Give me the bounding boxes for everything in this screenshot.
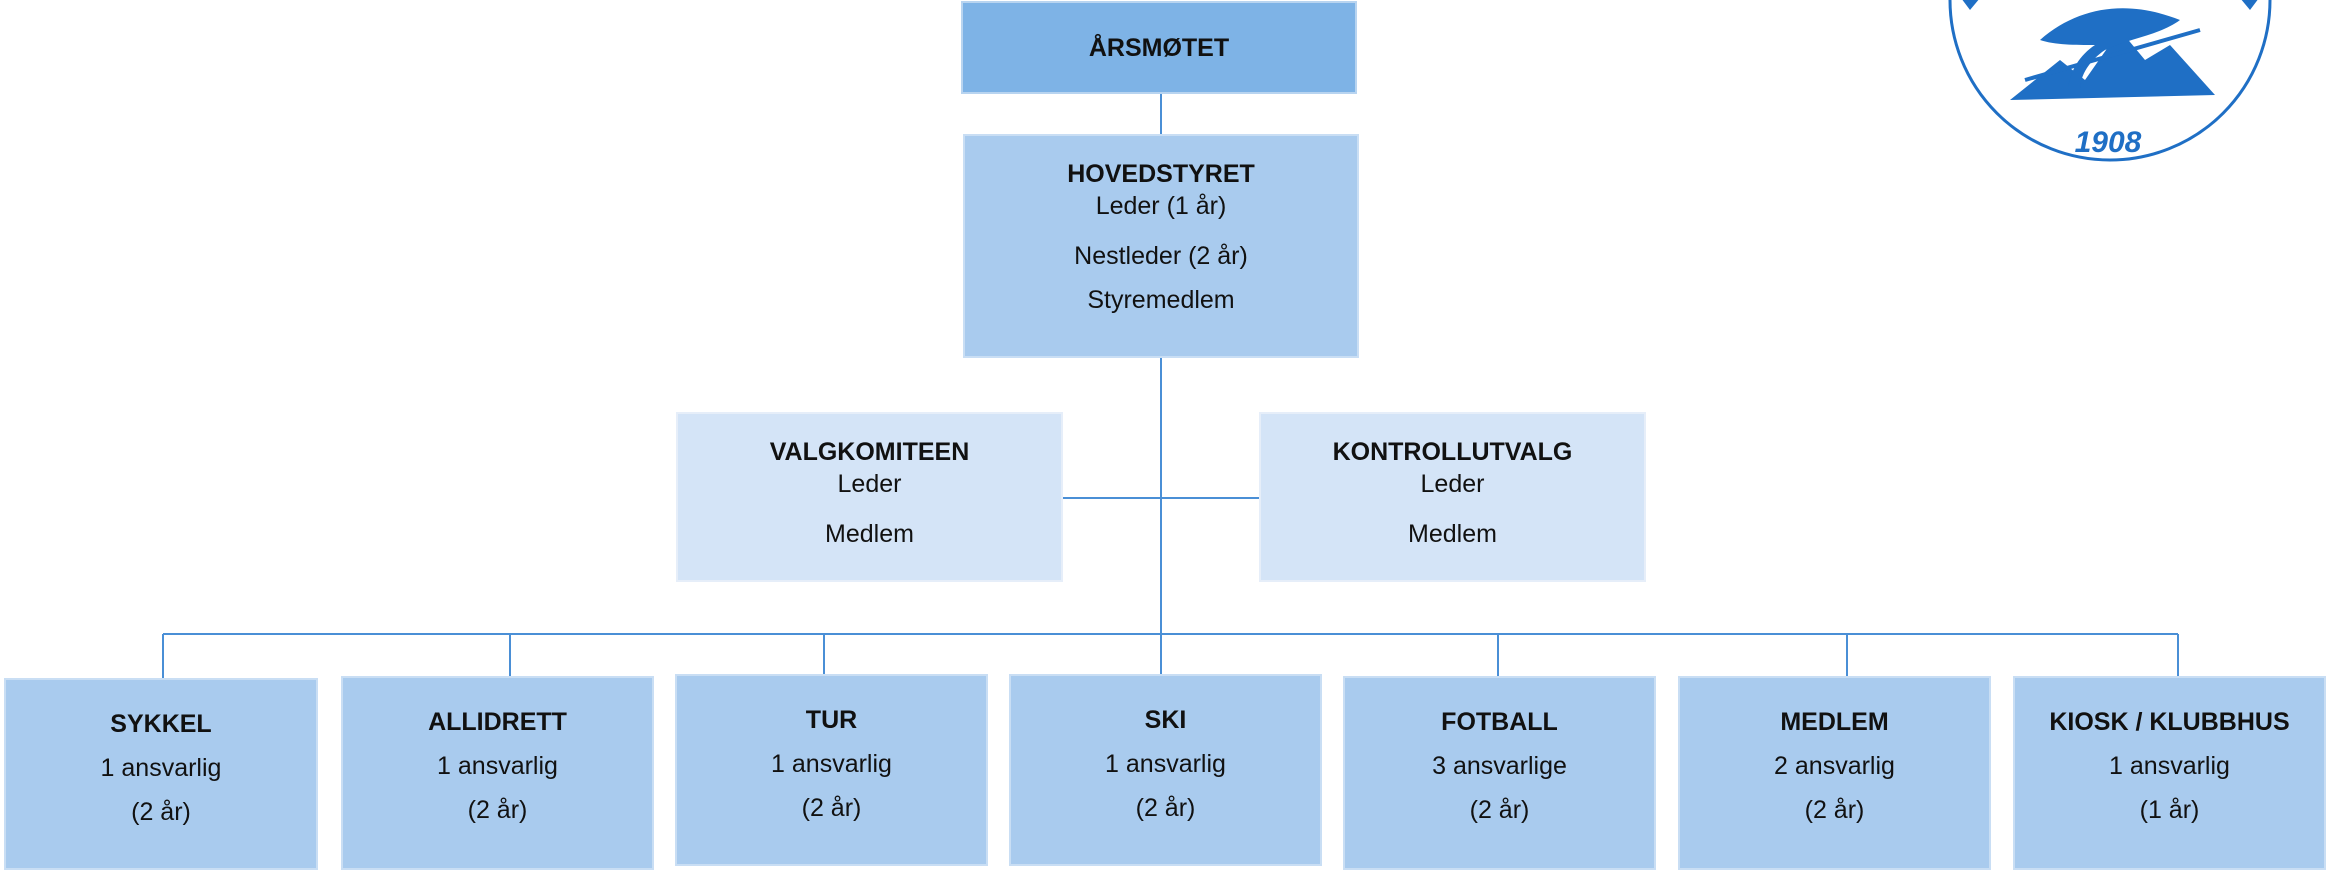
node-allidrett: ALLIDRETT 1 ansvarlig (2 år) [341, 676, 654, 870]
node-line: Nestleder (2 år) [1074, 242, 1248, 270]
node-term: (2 år) [467, 796, 528, 824]
node-title: ÅRSMØTET [1088, 33, 1230, 62]
node-ski: SKI 1 ansvarlig (2 år) [1009, 674, 1322, 866]
node-tur: TUR 1 ansvarlig (2 år) [675, 674, 988, 866]
logo-year: 1908 [2075, 126, 2142, 159]
node-hovedstyret: HOVEDSTYRET Leder (1 år) Nestleder (2 år… [963, 134, 1359, 358]
ski-tip-left-icon [1962, 0, 1979, 10]
node-count: 2 ansvarlig [1774, 752, 1895, 780]
node-term: (2 år) [1804, 796, 1865, 824]
node-title: VALGKOMITEEN [769, 438, 970, 466]
node-term: (2 år) [131, 798, 191, 826]
club-logo: 1908 [1948, 0, 2272, 162]
node-count: 1 ansvarlig [771, 750, 892, 778]
node-medlem: MEDLEM 2 ansvarlig (2 år) [1678, 676, 1991, 870]
node-line: Medlem [1408, 520, 1497, 548]
node-arsmotet: ÅRSMØTET [961, 1, 1357, 94]
node-title: HOVEDSTYRET [1067, 160, 1255, 188]
node-term: (2 år) [1135, 794, 1196, 822]
skier-icon [2040, 8, 2180, 90]
node-term: (2 år) [801, 794, 862, 822]
node-fotball: FOTBALL 3 ansvarlige (2 år) [1343, 676, 1656, 870]
node-title: MEDLEM [1780, 708, 1889, 736]
ski-tip-right-icon [2241, 0, 2258, 10]
mountain-icon [2010, 30, 2215, 100]
node-count: 1 ansvarlig [1105, 750, 1226, 778]
node-line: Leder (1 år) [1095, 192, 1227, 220]
node-kiosk-klubbhus: KIOSK / KLUBBHUS 1 ansvarlig (1 år) [2013, 676, 2326, 870]
node-title: SKI [1144, 706, 1187, 734]
node-line: Medlem [825, 520, 914, 548]
node-count: 1 ansvarlig [437, 752, 558, 780]
node-line: Leder [1420, 470, 1485, 498]
ski-pole-icon [2024, 28, 2201, 82]
node-title: SYKKEL [110, 710, 212, 738]
node-line: Styremedlem [1087, 286, 1235, 314]
node-line: Leder [837, 470, 902, 498]
node-term: (2 år) [1469, 796, 1530, 824]
node-title: ALLIDRETT [428, 708, 567, 736]
node-count: 3 ansvarlige [1432, 752, 1567, 780]
node-count: 1 ansvarlig [100, 754, 222, 782]
node-count: 1 ansvarlig [2109, 752, 2230, 780]
node-title: FOTBALL [1441, 708, 1558, 736]
node-title: TUR [805, 706, 858, 734]
node-title: KONTROLLUTVALG [1332, 438, 1573, 466]
node-title: KIOSK / KLUBBHUS [2049, 708, 2290, 736]
node-sykkel: SYKKEL 1 ansvarlig (2 år) [4, 678, 318, 870]
node-kontrollutvalg: KONTROLLUTVALG Leder Medlem [1259, 412, 1646, 582]
node-term: (1 år) [2139, 796, 2200, 824]
node-valgkomiteen: VALGKOMITEEN Leder Medlem [676, 412, 1063, 582]
